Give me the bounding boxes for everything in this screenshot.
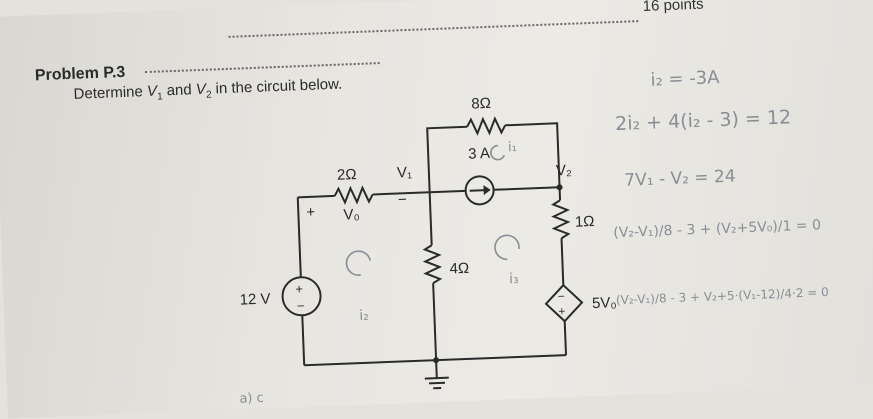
label-12v-plus: + [295,281,303,296]
label-1ohm: 1Ω [575,213,595,231]
wire-cs-left [430,191,466,192]
wire-2ohm-left [298,196,335,197]
wire-cs-right [494,187,560,190]
ink-loop-i2: i₂ [359,308,369,324]
wire-dep-bottom [565,321,566,355]
label-v0-minus: − [398,191,408,208]
node-dot-v2 [556,184,562,190]
resistor-1ohm [553,200,568,239]
node-dot-ground [433,357,439,363]
wire-8ohm-left [427,127,469,192]
ink-line-3: 7V₁ - V₂ = 24 [624,167,736,191]
ink-loop-i3: i₃ [509,271,519,287]
label-3a: 3 A [468,145,490,163]
resistor-2ohm [334,187,373,202]
label-v2: V₂ [556,162,573,180]
wire-left-top [298,197,301,277]
loop-arrow-i3 [495,235,520,260]
loop-arrow-i1 [491,145,505,160]
label-12v-minus: − [297,298,305,313]
label-12v: 12 V [239,290,270,308]
label-8ohm: 8Ω [471,95,491,113]
ink-corner-mark: a) c [239,391,264,407]
ink-line-1: i₂ = -3A [650,67,720,91]
label-v0: V₀ [343,206,360,224]
wire-left-bottom [302,315,304,365]
label-v1: V₁ [397,164,413,182]
wire-4ohm-top [430,192,432,245]
ink-loop-i1: i₁ [508,140,517,155]
label-2ohm: 2Ω [337,166,357,184]
label-v0-plus: + [306,204,316,221]
resistor-4ohm [425,245,440,284]
label-5v0: 5V₀ [592,294,617,312]
wire-4ohm-bottom [433,283,436,360]
wire-1ohm-bottom [562,238,564,285]
wire-8ohm-right [505,123,559,189]
ground-symbol [425,378,449,389]
label-dep-plus: + [558,304,566,318]
current-arrow-head [483,185,490,195]
label-dep-minus: − [557,289,565,303]
resistor-8ohm [467,118,506,133]
label-4ohm: 4Ω [449,260,469,278]
loop-arrow-i2 [346,251,371,276]
